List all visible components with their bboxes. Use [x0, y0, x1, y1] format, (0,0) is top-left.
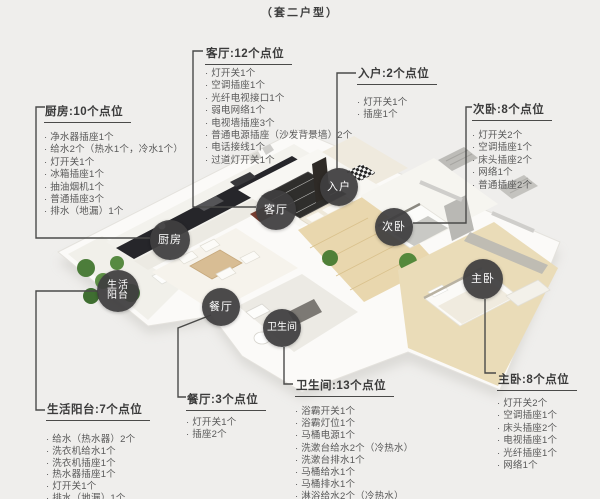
room-label-balcony: 生活 阳台: [97, 270, 139, 312]
annotation-box-entry: 入户:2个点位 灯开关1个 插座1个: [357, 64, 438, 122]
annotation-box-bathroom: 卫生间:13个点位 浴霸开关1个 浴霸灯位1个 马桶电源1个 洗漱台给水2个（冷…: [295, 376, 413, 499]
room-label-living: 客厅: [256, 190, 296, 230]
point-item: 床头插座2个: [497, 423, 577, 435]
annotation-box-kitchen: 厨房:10个点位 净水器插座1个 给水2个（热水1个，冷水1个） 灯开关1个 冰…: [44, 102, 183, 219]
point-item: 洗衣机给水1个: [46, 446, 150, 458]
point-item: 空调插座1个: [472, 142, 552, 154]
point-item: 热水器插座1个: [46, 469, 150, 481]
point-item: 灯开关1个: [186, 417, 266, 429]
connector-living: [192, 50, 256, 208]
point-item: 网络1个: [497, 460, 577, 472]
connector-dining: [177, 314, 212, 398]
point-item: 浴霸灯位1个: [295, 418, 413, 430]
connector-bathroom: [283, 347, 293, 385]
point-item: 普通电源插座（沙发背景墙）2个: [205, 130, 353, 142]
plant: [322, 250, 338, 266]
master-curtain: [464, 232, 548, 274]
point-item: 洗衣机插座1个: [46, 458, 150, 470]
ac-unit: [438, 147, 478, 171]
point-item: 灯开关1个: [46, 481, 150, 493]
point-item: 光纤插座1个: [497, 448, 577, 460]
annotation-title: 厨房:10个点位: [44, 103, 132, 123]
connector-kitchen: [35, 106, 150, 239]
point-item: 马桶给水1个: [295, 467, 413, 479]
point-item: 洗漱台给水2个（冷热水）: [295, 443, 413, 455]
annotation-title: 生活阳台:7个点位: [46, 401, 151, 421]
point-item: 电视插座1个: [497, 435, 577, 447]
annotation-box-dining: 餐厅:3个点位 灯开关1个 插座2个: [186, 390, 267, 442]
point-item: 插座2个: [186, 429, 266, 441]
master-wardrobe: [505, 279, 551, 307]
point-item: 给水（热水器）2个: [46, 434, 150, 446]
annotation-box-living: 客厅:12个点位 灯开关1个 空调插座1个 光纤电视接口1个 弱电网络1个 电视…: [205, 44, 353, 167]
connector-master: [484, 299, 496, 374]
point-item: 弱电网络1个: [205, 105, 353, 117]
point-item: 灯开关1个: [44, 157, 183, 169]
point-item: 普通插座3个: [44, 194, 183, 206]
room-label-bedroom2: 次卧: [375, 208, 413, 246]
point-item: 排水（地漏）1个: [46, 493, 150, 499]
room-label-bathroom: 卫生间: [263, 309, 301, 347]
point-item: 空调插座1个: [205, 80, 353, 92]
point-item: 马桶排水1个: [295, 479, 413, 491]
point-item: 灯开关2个: [497, 398, 577, 410]
room-label-kitchen: 厨房: [150, 220, 190, 260]
plant: [110, 256, 124, 270]
point-item: 过道灯开关1个: [205, 155, 353, 167]
point-item: 灯开关2个: [472, 130, 552, 142]
point-item: 抽油烟机1个: [44, 182, 183, 194]
annotation-box-master: 主卧:8个点位 灯开关2个 空调插座1个 床头插座2个 电视插座1个 光纤插座1…: [497, 370, 578, 472]
connector-bedroom2: [413, 106, 472, 224]
bath-sink: [245, 303, 271, 320]
point-item: 电话接线1个: [205, 142, 353, 154]
page-title: （套二户型）: [261, 7, 339, 19]
point-item: 灯开关1个: [357, 97, 437, 109]
point-item: 给水2个（热水1个，冷水1个）: [44, 144, 183, 156]
room-label-entry: 入户: [320, 168, 358, 206]
point-item: 排水（地漏）1个: [44, 206, 183, 218]
annotation-title: 次卧:8个点位: [472, 101, 553, 121]
annotation-title: 客厅:12个点位: [205, 45, 293, 65]
annotation-title: 卫生间:13个点位: [295, 377, 395, 397]
point-item: 空调插座1个: [497, 410, 577, 422]
point-item: 冰箱插座1个: [44, 169, 183, 181]
room-label-dining: 餐厅: [202, 288, 240, 326]
annotation-title: 入户:2个点位: [357, 65, 438, 85]
point-item: 电视墙插座3个: [205, 118, 353, 130]
point-item: 浴霸开关1个: [295, 406, 413, 418]
annotation-box-bedroom2: 次卧:8个点位 灯开关2个 空调插座1个 床头插座2个 网络1个 普通插座2个: [472, 100, 553, 192]
point-item: 普通插座2个: [472, 180, 552, 192]
point-item: 插座1个: [357, 109, 437, 121]
annotation-title: 主卧:8个点位: [497, 371, 578, 391]
point-item: 洗漱台排水1个: [295, 455, 413, 467]
plant: [77, 259, 95, 277]
plant: [83, 288, 99, 304]
point-item: 灯开关1个: [205, 68, 353, 80]
annotation-title: 餐厅:3个点位: [186, 391, 267, 411]
point-item: 马桶电源1个: [295, 430, 413, 442]
connector-balcony: [35, 290, 98, 411]
annotation-box-balcony: 生活阳台:7个点位 给水（热水器）2个 洗衣机给水1个 洗衣机插座1个 热水器插…: [46, 400, 151, 499]
point-item: 净水器插座1个: [44, 132, 183, 144]
point-item: 光纤电视接口1个: [205, 93, 353, 105]
point-item: 床头插座2个: [472, 155, 552, 167]
room-label-master: 主卧: [463, 259, 503, 299]
point-item: 网络1个: [472, 167, 552, 179]
point-item: 淋浴给水2个（冷热水）: [295, 491, 413, 499]
dining-table: [189, 249, 243, 280]
